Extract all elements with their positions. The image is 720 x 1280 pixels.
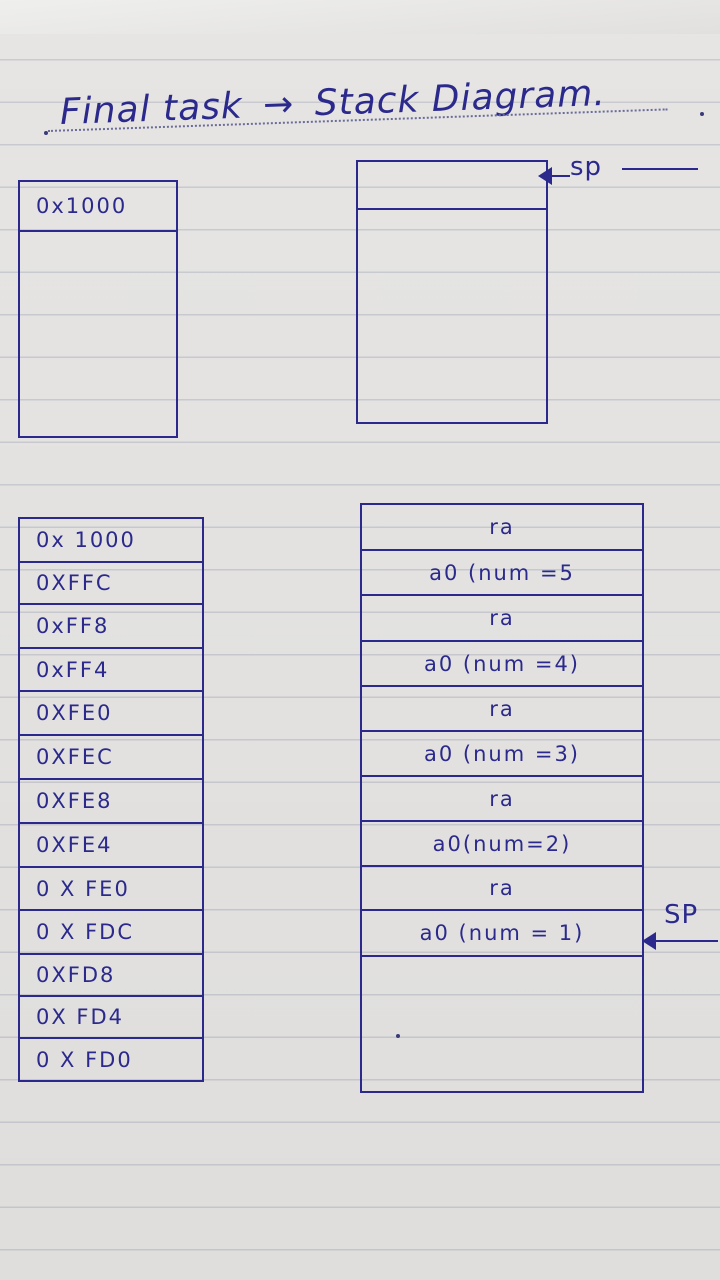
address-cell: 0XFEC	[20, 736, 202, 780]
address-column: 0x 1000 0XFFC 0xFF8 0xFF4 0XFE0 0XFEC 0X…	[18, 517, 204, 1082]
title-arrow: →	[262, 83, 296, 126]
sp-pointer-shaft	[654, 940, 718, 942]
sp-pointer-arrowhead-icon	[642, 932, 656, 950]
address-cell: 0 X FDC	[20, 911, 202, 955]
address-cell: 0XFE4	[20, 824, 202, 868]
address-cell: 0xFF4	[20, 649, 202, 692]
address-cell: 0XFE8	[20, 780, 202, 824]
sp-arrowhead-icon	[538, 167, 552, 185]
stack-cell: ra	[362, 596, 642, 642]
stack-cell: ra	[362, 777, 642, 822]
stack-cell: ra	[362, 867, 642, 911]
top-left-memory-box: 0x1000	[18, 180, 178, 438]
top-right-box-top-cell	[358, 162, 546, 210]
stray-dot	[396, 1034, 400, 1038]
stack-cell: ra	[362, 687, 642, 732]
address-cell: 0xFF8	[20, 605, 202, 649]
stack-cell: ra	[362, 505, 642, 551]
address-cell: 0XFD8	[20, 955, 202, 997]
stack-cell: a0 (num =3)	[362, 732, 642, 777]
stack-cell: a0 (num =4)	[362, 642, 642, 687]
page-top-edge	[0, 0, 720, 34]
stack-cell: a0 (num =5	[362, 551, 642, 596]
address-cell: 0 X FE0	[20, 868, 202, 911]
address-cell: 0XFE0	[20, 692, 202, 736]
stack-cell: a0 (num = 1)	[362, 911, 642, 957]
address-cell: 0X FD4	[20, 997, 202, 1039]
top-left-box-header: 0x1000	[20, 182, 176, 232]
address-cell: 0x 1000	[20, 519, 202, 563]
margin-dot	[44, 131, 48, 135]
sp-trailing-line	[622, 168, 698, 170]
stack-cell: a0(num=2)	[362, 822, 642, 867]
top-right-stack-box	[356, 160, 548, 424]
sp-arrow-shaft	[550, 175, 570, 177]
address-cell: 0 X FD0	[36, 1048, 133, 1072]
stack-column: ra a0 (num =5 ra a0 (num =4) ra a0 (num …	[360, 503, 644, 1093]
sp-label-top: sp	[570, 152, 603, 182]
sp-label-bottom: SP	[664, 900, 699, 930]
margin-dot	[700, 112, 704, 116]
address-cell: 0XFFC	[20, 563, 202, 605]
